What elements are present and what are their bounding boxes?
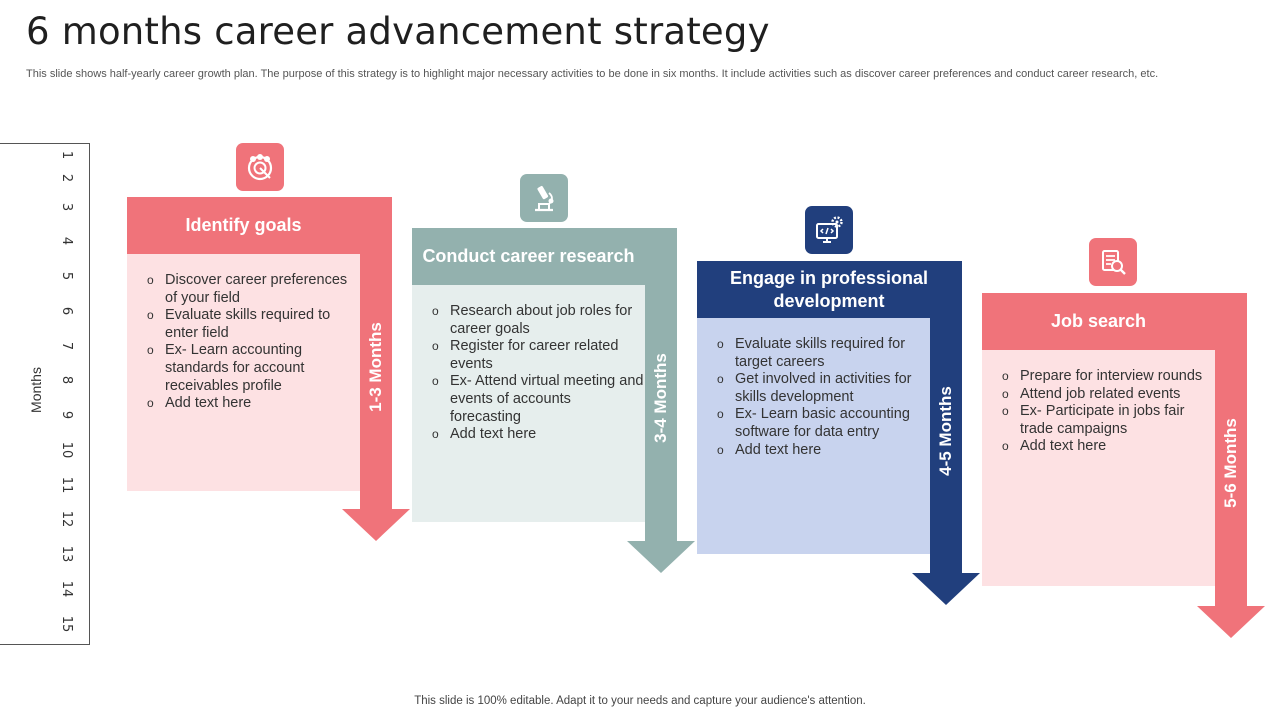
list-item: Prepare for interview rounds xyxy=(1002,368,1215,386)
step-body: Evaluate skills required for target care… xyxy=(697,318,930,554)
step-title: Conduct career research xyxy=(412,228,645,285)
step-title: Identify goals xyxy=(127,197,360,254)
list-item: Attend job related events xyxy=(1002,386,1215,404)
page-title: 6 months career advancement strategy xyxy=(26,10,770,53)
step-period: 1-3 Months xyxy=(366,322,385,412)
list-item: Add text here xyxy=(717,442,930,460)
list-item: Discover career preferences of your fiel… xyxy=(147,272,360,307)
list-item: Add text here xyxy=(432,426,645,444)
step-period: 5-6 Months xyxy=(1221,418,1240,508)
list-item: Add text here xyxy=(1002,438,1215,456)
page-subtitle: This slide shows half-yearly career grow… xyxy=(26,68,1159,80)
step-arrow xyxy=(627,228,695,573)
step-body: Prepare for interview rounds Attend job … xyxy=(982,350,1215,586)
step-body: Research about job roles for career goal… xyxy=(412,285,645,522)
team-goal-icon xyxy=(236,143,284,191)
list-item: Add text here xyxy=(147,395,360,413)
step-period: 4-5 Months xyxy=(936,386,955,476)
step-title: Engage in professional development xyxy=(697,261,961,318)
step-title: Job search xyxy=(982,293,1215,350)
step-period: 3-4 Months xyxy=(651,353,670,443)
footer-note: This slide is 100% editable. Adapt it to… xyxy=(414,695,866,707)
months-axis xyxy=(0,143,90,645)
list-item: Ex- Attend virtual meeting and events of… xyxy=(432,373,645,426)
list-item: Get involved in activities for skills de… xyxy=(717,371,930,406)
microscope-icon xyxy=(520,174,568,222)
step-arrow xyxy=(912,261,980,605)
list-item: Evaluate skills required to enter field xyxy=(147,307,360,342)
list-item: Ex- Learn accounting standards for accou… xyxy=(147,342,360,395)
resume-search-icon xyxy=(1089,238,1137,286)
monitor-gear-icon xyxy=(805,206,853,254)
list-item: Ex- Learn basic accounting software for … xyxy=(717,406,930,441)
list-item: Evaluate skills required for target care… xyxy=(717,336,930,371)
list-item: Research about job roles for career goal… xyxy=(432,303,645,338)
step-arrow xyxy=(1197,293,1265,638)
list-item: Ex- Participate in jobs fair trade campa… xyxy=(1002,403,1215,438)
step-arrow xyxy=(342,197,410,541)
step-body: Discover career preferences of your fiel… xyxy=(127,254,360,491)
list-item: Register for career related events xyxy=(432,338,645,373)
